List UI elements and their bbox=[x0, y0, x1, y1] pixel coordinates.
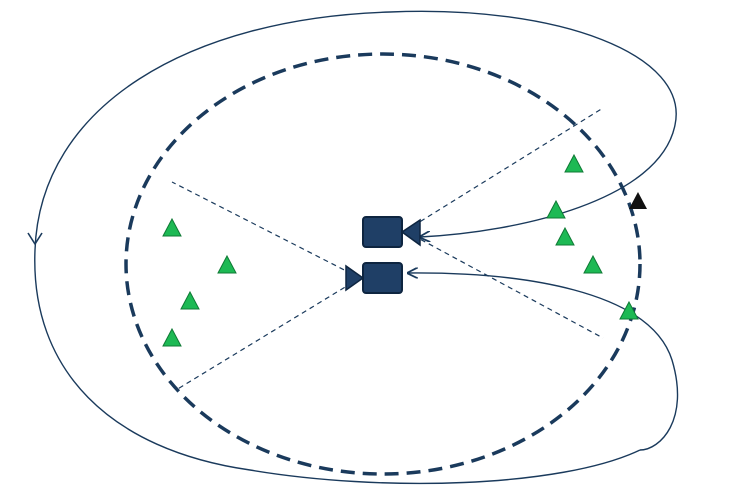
fov-line-left-upper bbox=[171, 181, 361, 279]
fov-line-right-lower bbox=[404, 230, 604, 339]
black-triangle-icon bbox=[629, 192, 647, 209]
camera-bottom-body bbox=[362, 262, 403, 294]
trajectory-loop-inner bbox=[408, 273, 679, 451]
camera-top-lens-icon bbox=[400, 218, 421, 247]
green-triangle-icon bbox=[217, 254, 237, 274]
trajectory-loop-outer bbox=[34, 10, 677, 485]
green-triangle-icon bbox=[162, 217, 182, 237]
green-triangle-icon bbox=[619, 300, 639, 320]
green-markers bbox=[162, 153, 639, 347]
trajectory-direction-arrow-icon bbox=[27, 232, 43, 246]
boundary-circle bbox=[124, 52, 642, 476]
green-triangle-icon bbox=[583, 254, 603, 274]
camera-bottom-lens-icon bbox=[345, 264, 365, 292]
field-of-view-lines bbox=[171, 107, 604, 391]
fov-line-right-upper bbox=[404, 107, 604, 232]
green-triangle-icon bbox=[546, 199, 566, 219]
fov-line-left-lower bbox=[175, 277, 361, 391]
camera-bottom bbox=[345, 262, 403, 294]
green-triangle-icon bbox=[162, 327, 182, 347]
camera-top-body bbox=[362, 216, 403, 248]
camera-top bbox=[362, 216, 421, 248]
green-triangle-icon bbox=[555, 226, 575, 246]
green-triangle-icon bbox=[180, 290, 200, 310]
green-triangle-icon bbox=[564, 153, 584, 173]
